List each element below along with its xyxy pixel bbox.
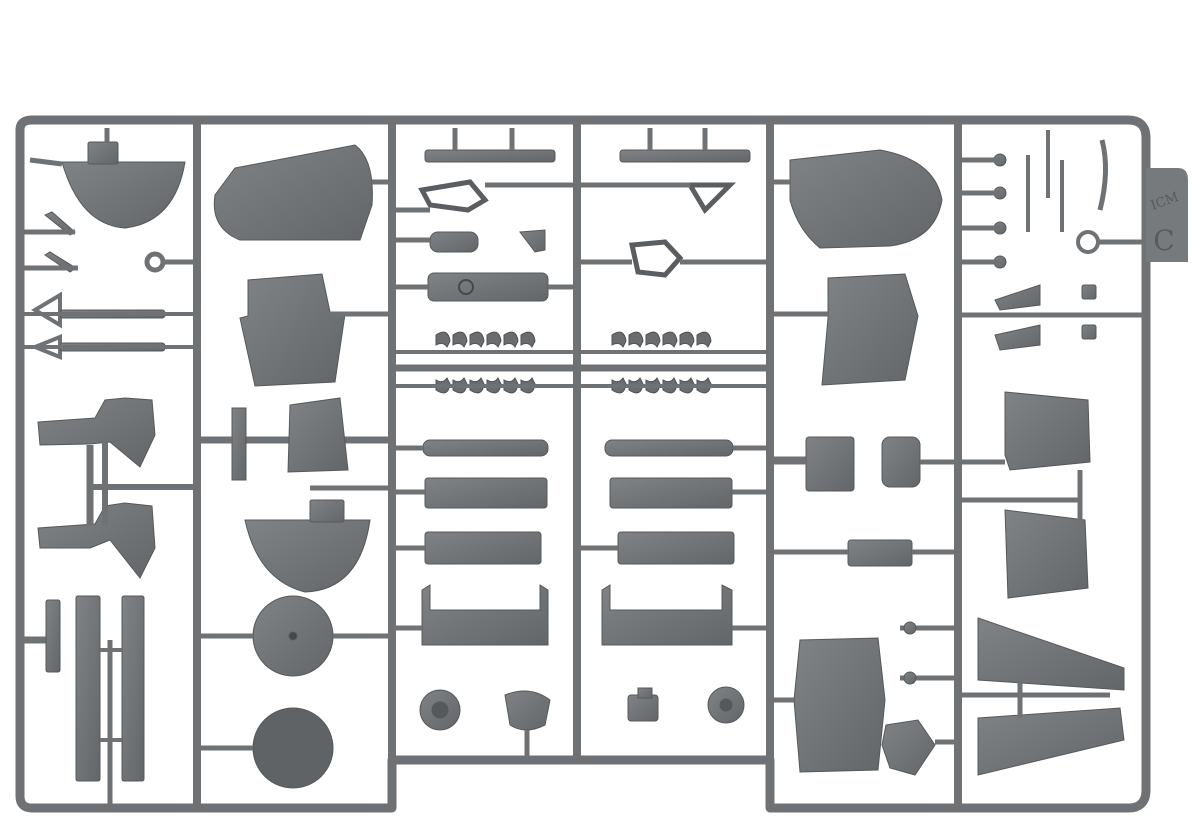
exhaust-stub [520, 331, 536, 348]
exhaust-stub [628, 331, 644, 348]
exhaust-stub [662, 331, 678, 348]
exhaust-stub [469, 331, 485, 348]
column-3-parts [392, 128, 577, 760]
exhaust-stub [435, 331, 451, 348]
column-4-parts [577, 128, 770, 724]
exhaust-stub [452, 331, 468, 348]
exhaust-stub [611, 331, 627, 348]
column-5-parts [770, 149, 958, 776]
exhaust-stub [486, 331, 502, 348]
column-1-parts [20, 128, 197, 808]
column-6-parts [958, 130, 1146, 776]
exhaust-stub [696, 331, 712, 348]
outer-frame [15, 115, 1151, 813]
exhaust-stub [503, 331, 519, 348]
icm-tab: ICM C [1146, 168, 1188, 262]
tab-letter: C [1153, 224, 1174, 257]
column-2-parts [197, 144, 392, 789]
exhaust-stub [645, 331, 661, 348]
exhaust-stub [679, 331, 695, 348]
